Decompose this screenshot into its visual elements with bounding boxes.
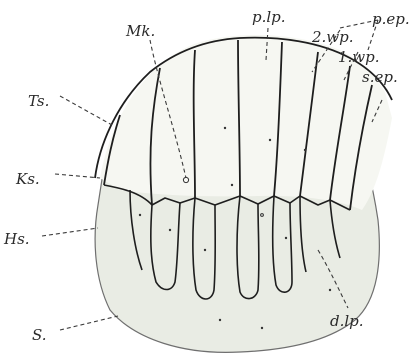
label-mk: Mk.: [125, 22, 155, 40]
label-pep: p.ep.: [372, 10, 410, 28]
label-1wp: 1.wp.: [338, 48, 380, 66]
label-sep: s.ep.: [362, 68, 398, 86]
leader-s: [60, 316, 118, 330]
label-dlp: d.lp.: [330, 312, 364, 330]
label-ks: Ks.: [15, 170, 40, 188]
label-hs: Hs.: [3, 230, 30, 248]
label-ts: Ts.: [28, 92, 49, 110]
label-2wp: 2.wp.: [311, 28, 354, 46]
leader-ks: [55, 174, 100, 178]
label-plp: p.lp.: [252, 8, 286, 26]
label-s: S.: [32, 326, 47, 344]
leader-hs: [42, 228, 98, 236]
leader-ts: [60, 96, 112, 125]
